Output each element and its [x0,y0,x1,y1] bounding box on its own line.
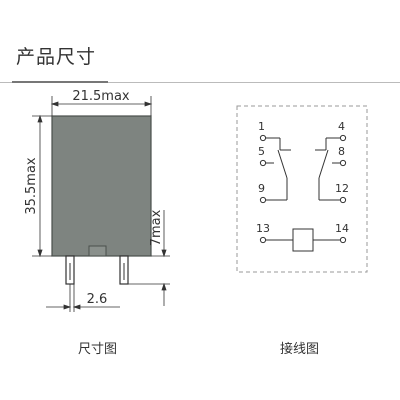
terminal-5 [259,159,267,167]
terminal-13-label: 13 [256,222,270,235]
pin-length-dimension [128,210,170,306]
contact-switch-left [266,137,291,201]
terminal-14 [339,236,347,244]
width-dimension-label: 21.5max [72,89,130,104]
pin-pitch-dimension-label: 2.6 [87,292,108,307]
terminal-4-label: 4 [338,120,345,133]
terminal-14-label: 14 [335,222,349,235]
terminal-9 [259,196,267,204]
terminal-1-label: 1 [258,120,265,133]
height-dimension-label: 35.5max [24,157,39,215]
dimension-drawing-caption: 尺寸图 [78,342,118,357]
wiring-outline [236,105,368,273]
width-dimension [50,96,153,116]
pin-length-dimension-label: 7max [149,209,164,246]
terminal-4 [339,134,347,142]
wiring-diagram-caption: 接线图 [280,342,320,357]
relay-base-notch [88,245,107,257]
title-divider-accent [12,81,108,83]
section-title: 产品尺寸 [16,46,97,68]
terminal-1 [259,134,267,142]
terminal-12-label: 12 [335,182,349,195]
pin-pitch-dimension [46,284,120,312]
coil [266,228,340,252]
terminal-9-label: 9 [258,182,265,195]
relay-pin-left [65,255,75,285]
terminal-8 [339,159,347,167]
dimension-drawing: 21.5max 35.5max 7max [24,89,170,312]
terminal-12 [339,196,347,204]
wiring-diagram: 1 4 5 8 9 12 13 14 [236,105,368,273]
relay-pin-right [119,255,129,285]
height-dimension [32,114,52,258]
relay-body [51,115,152,257]
title-divider [0,82,400,83]
contact-switch-right [315,137,340,201]
terminal-13 [259,236,267,244]
terminal-5-label: 5 [258,145,265,158]
terminal-8-label: 8 [338,145,345,158]
